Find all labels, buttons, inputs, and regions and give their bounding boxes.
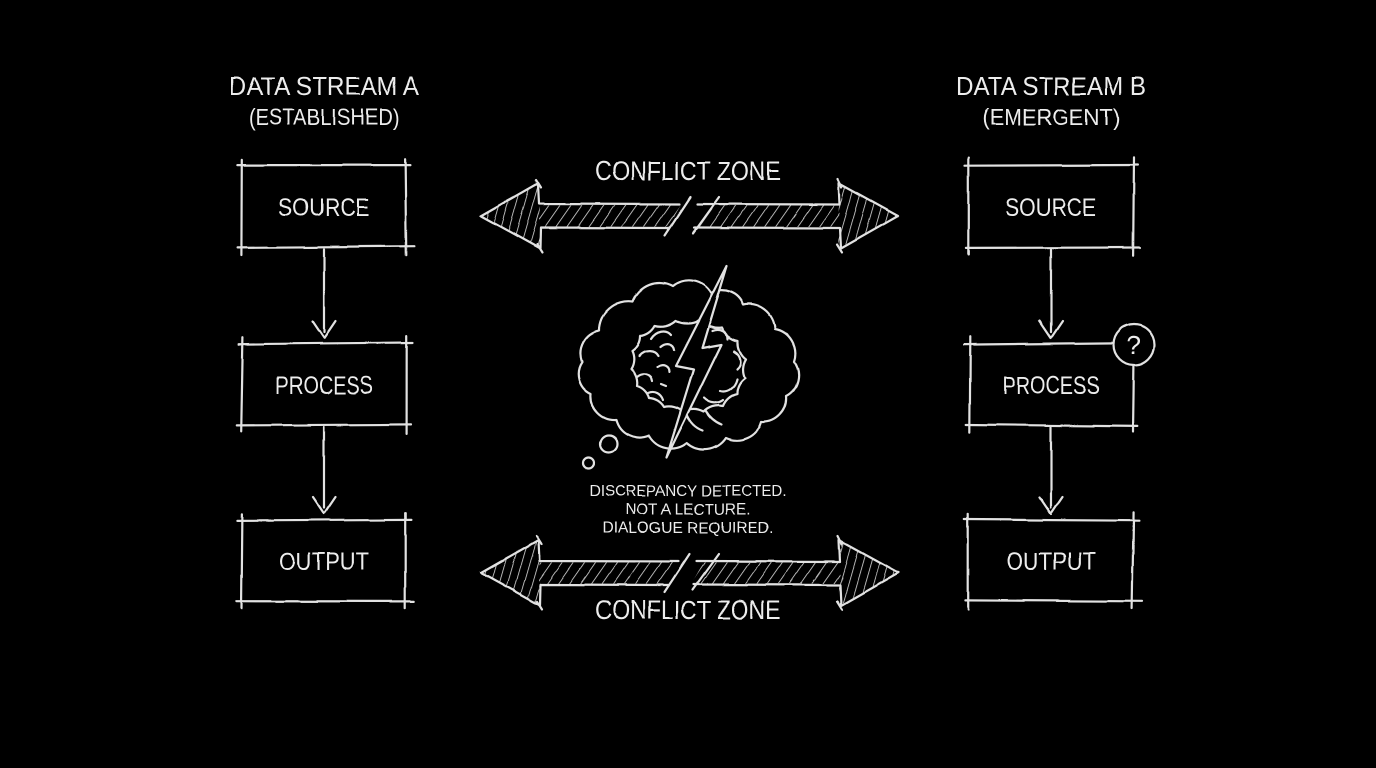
stream-b-node-0-box xyxy=(963,156,1142,257)
question-mark: ? xyxy=(1126,330,1141,360)
stream-a-node-0-box xyxy=(236,158,416,257)
thought-tail-bubble-2 xyxy=(582,456,596,470)
note-line-1: DISCREPANCY DETECTED. xyxy=(590,483,787,500)
stream-b-question-badge xyxy=(1112,322,1156,367)
lightning-bolt xyxy=(665,264,728,459)
thought-tail-bubble-1 xyxy=(599,434,619,454)
stream-b-arrow-1 xyxy=(1038,247,1064,340)
note-line-2: NOT A LECTURE. xyxy=(626,502,751,519)
stream-b-node-0-label: SOURCE xyxy=(1006,194,1097,222)
note-line-3: DIALOGUE REQUIRED. xyxy=(603,520,774,537)
stream-a-node-1-label: PROCESS xyxy=(276,372,373,400)
stream-b-node-2-box xyxy=(963,511,1144,611)
conflict-zone-bottom-label: CONFLICT ZONE xyxy=(595,595,781,625)
stream-a-arrow-1 xyxy=(311,247,337,340)
thought-bubble xyxy=(577,264,800,470)
stream-a-subtitle: (ESTABLISHED) xyxy=(249,104,399,130)
stream-a-flow xyxy=(235,158,416,610)
ink-layer xyxy=(235,156,1156,611)
conflict-zone-top-label: CONFLICT ZONE xyxy=(595,156,781,186)
stream-a-title: DATA STREAM A xyxy=(229,71,420,101)
conflict-arrow-bottom xyxy=(479,535,900,611)
stream-a-arrow-2 xyxy=(311,425,337,516)
stream-a-node-2-label: OUTPUT xyxy=(279,548,369,576)
stream-b-node-1-label: PROCESS xyxy=(1003,372,1100,400)
stream-b-title: DATA STREAM B xyxy=(956,71,1146,101)
thought-cloud xyxy=(577,279,800,451)
stream-b-subtitle: (EMERGENT) xyxy=(982,104,1120,130)
brain-doodle xyxy=(629,318,748,433)
stream-a-node-1-box xyxy=(235,334,415,435)
stream-b-arrow-2 xyxy=(1038,425,1064,516)
stream-a-node-0-label: SOURCE xyxy=(279,194,370,222)
text-layer: DATA STREAM A (ESTABLISHED) SOURCE PROCESS O… xyxy=(229,71,1146,625)
stream-b-flow xyxy=(962,156,1156,611)
stream-b-node-2-label: OUTPUT xyxy=(1006,548,1096,576)
stream-a-node-2-box xyxy=(235,511,416,610)
conflict-arrow-top xyxy=(479,178,900,254)
